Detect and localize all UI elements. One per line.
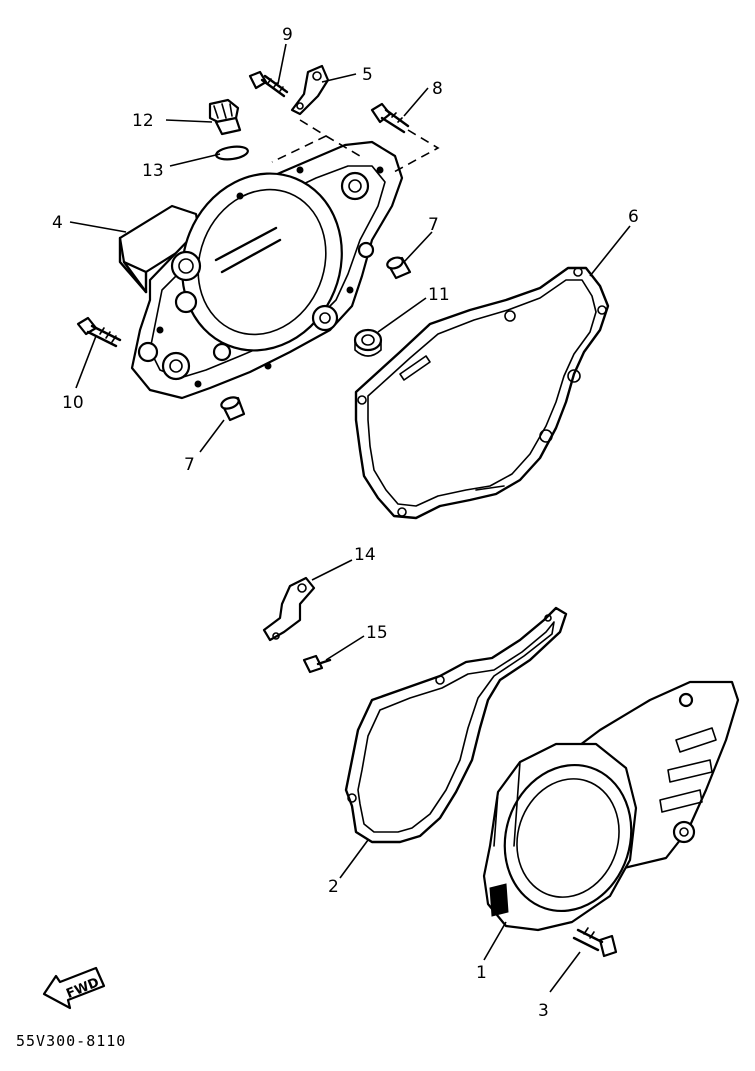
callout-2: 2 xyxy=(328,877,339,897)
callout-13: 13 xyxy=(142,161,164,181)
callout-3: 3 xyxy=(538,1001,549,1021)
generator-cover-part-1 xyxy=(482,680,740,932)
callout-6: 6 xyxy=(628,207,639,227)
callout-1: 1 xyxy=(476,963,487,983)
o-ring-part-13 xyxy=(215,145,249,161)
bracket-part-14 xyxy=(262,576,316,642)
callout-4: 4 xyxy=(52,213,63,233)
callout-12: 12 xyxy=(132,111,154,131)
dowel-pin-part-7-upper xyxy=(386,256,412,280)
callout-8: 8 xyxy=(432,79,443,99)
forward-direction-indicator: FWD xyxy=(42,966,106,1010)
cable-holder-part-5 xyxy=(290,64,330,116)
callout-labels: 1 2 3 4 5 6 7 7 8 9 10 11 12 13 14 15 xyxy=(52,25,639,1021)
screw-part-15 xyxy=(302,654,332,674)
bolt-part-9 xyxy=(248,70,289,98)
leader-lines xyxy=(69,43,631,993)
callout-11: 11 xyxy=(428,285,450,305)
generator-gasket-part-2 xyxy=(344,606,568,844)
fwd-arrow-icon xyxy=(42,966,106,1010)
drawing-code: 55V300-8110 xyxy=(16,1032,126,1050)
callout-5: 5 xyxy=(362,65,373,85)
oil-seal-part-11 xyxy=(353,328,383,357)
callout-7-upper: 7 xyxy=(428,215,439,235)
callout-9: 9 xyxy=(282,25,293,45)
crankcase-cover-part-4 xyxy=(118,140,404,400)
cover-gasket-part-6 xyxy=(354,266,610,520)
dowel-pin-part-7-lower xyxy=(220,396,246,422)
callout-10: 10 xyxy=(62,393,84,413)
bolt-part-8 xyxy=(370,102,410,134)
oil-filler-plug-part-12 xyxy=(208,98,242,136)
callout-14: 14 xyxy=(354,545,376,565)
bolt-part-3 xyxy=(572,927,618,958)
bolt-part-10 xyxy=(76,316,122,348)
assembly-line-5-8 xyxy=(271,119,361,163)
callout-7-lower: 7 xyxy=(184,455,195,475)
assembly-line-8 xyxy=(393,129,440,173)
callout-15: 15 xyxy=(366,623,388,643)
